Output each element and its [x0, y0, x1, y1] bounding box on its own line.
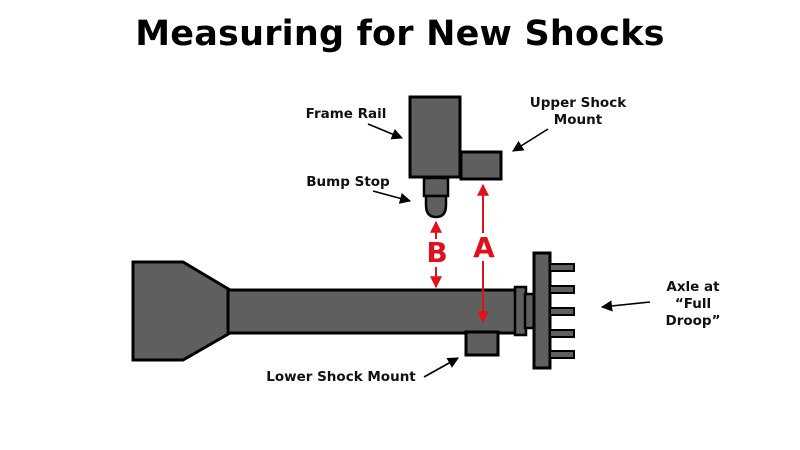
- lower-shock-mount: [464, 330, 500, 357]
- axle-tube: [226, 288, 520, 335]
- bump-stop-pointer: [372, 190, 412, 204]
- frame-rail: [408, 95, 462, 179]
- bump-stop: [422, 176, 450, 219]
- frame-rail-pointer: [367, 123, 404, 140]
- upper-shock-mount: [459, 150, 503, 181]
- dimension-a-label: A: [473, 231, 495, 264]
- axle-pointer: [600, 300, 651, 312]
- lower-shock-mount-pointer: [423, 357, 459, 378]
- upper-shock-mount-label-line2: Mount: [554, 112, 603, 128]
- axle-label-line1: Axle at: [666, 279, 720, 295]
- diagram-title: Measuring for New Shocks: [135, 14, 665, 54]
- differential-housing: [131, 260, 232, 362]
- upper-shock-mount-pointer: [512, 128, 549, 152]
- dimension-b-label: B: [426, 236, 447, 269]
- frame-rail-label: Frame Rail: [306, 106, 387, 122]
- upper-shock-mount-label-line1: Upper Shock: [530, 95, 627, 111]
- bump-stop-label: Bump Stop: [306, 174, 390, 190]
- lug-studs: [549, 263, 575, 359]
- lower-shock-mount-label: Lower Shock Mount: [266, 369, 416, 385]
- axle-label-line3: Droop”: [666, 313, 721, 329]
- wheel-hub-flange: [532, 251, 552, 370]
- axle-label-line2: “Full: [675, 296, 711, 312]
